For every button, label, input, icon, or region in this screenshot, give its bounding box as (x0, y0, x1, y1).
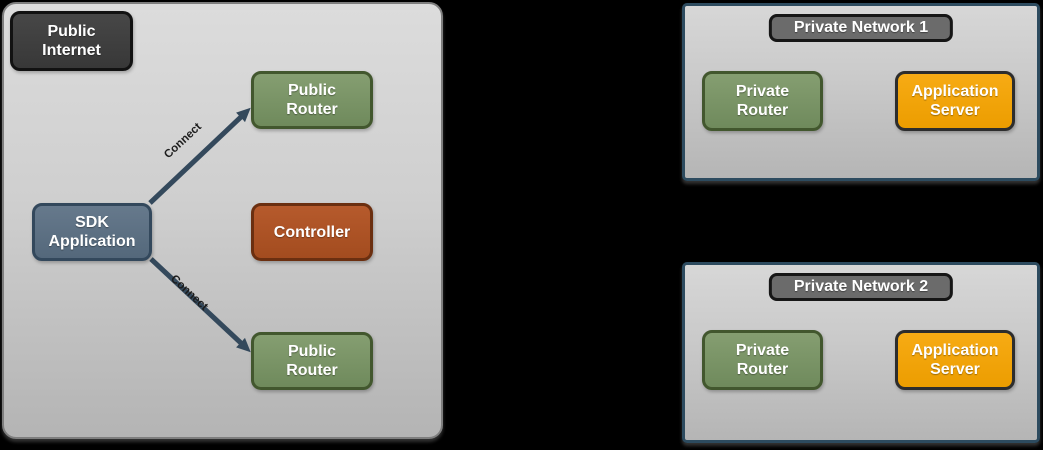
application-server-2-text: Application Server (911, 342, 999, 378)
public-router-bottom-text: Public Router (286, 343, 338, 379)
node-application-server-1: Application Server (895, 71, 1015, 131)
node-private-router-2: Private Router (702, 330, 823, 390)
node-controller: Controller (251, 203, 373, 261)
private-network-1-zone: Private Network 1 Private Router Applica… (682, 3, 1040, 181)
node-sdk-application: SDK Application (32, 203, 152, 261)
public-internet-text: Public Internet (42, 23, 101, 59)
node-private-router-1: Private Router (702, 71, 823, 131)
node-public-router-bottom: Public Router (251, 332, 373, 390)
private-network-1-title: Private Network 1 (768, 14, 954, 42)
private-router-2-text: Private Router (735, 342, 790, 378)
connect-label-bottom: Connect (168, 272, 210, 314)
private-network-2-title: Private Network 2 (768, 273, 954, 301)
private-network-2-zone: Private Network 2 Private Router Applica… (682, 262, 1040, 443)
connect-label-top: Connect (162, 120, 204, 162)
controller-text: Controller (273, 223, 351, 241)
node-application-server-2: Application Server (895, 330, 1015, 390)
node-public-router-top: Public Router (251, 71, 373, 129)
private-router-1-text: Private Router (735, 83, 790, 119)
public-router-top-text: Public Router (286, 82, 338, 118)
application-server-1-text: Application Server (911, 83, 999, 119)
public-internet-zone: Public Internet Public Router SDK Applic… (2, 2, 443, 439)
sdk-application-text: SDK Application (48, 214, 136, 250)
public-internet-label: Public Internet (10, 11, 133, 71)
